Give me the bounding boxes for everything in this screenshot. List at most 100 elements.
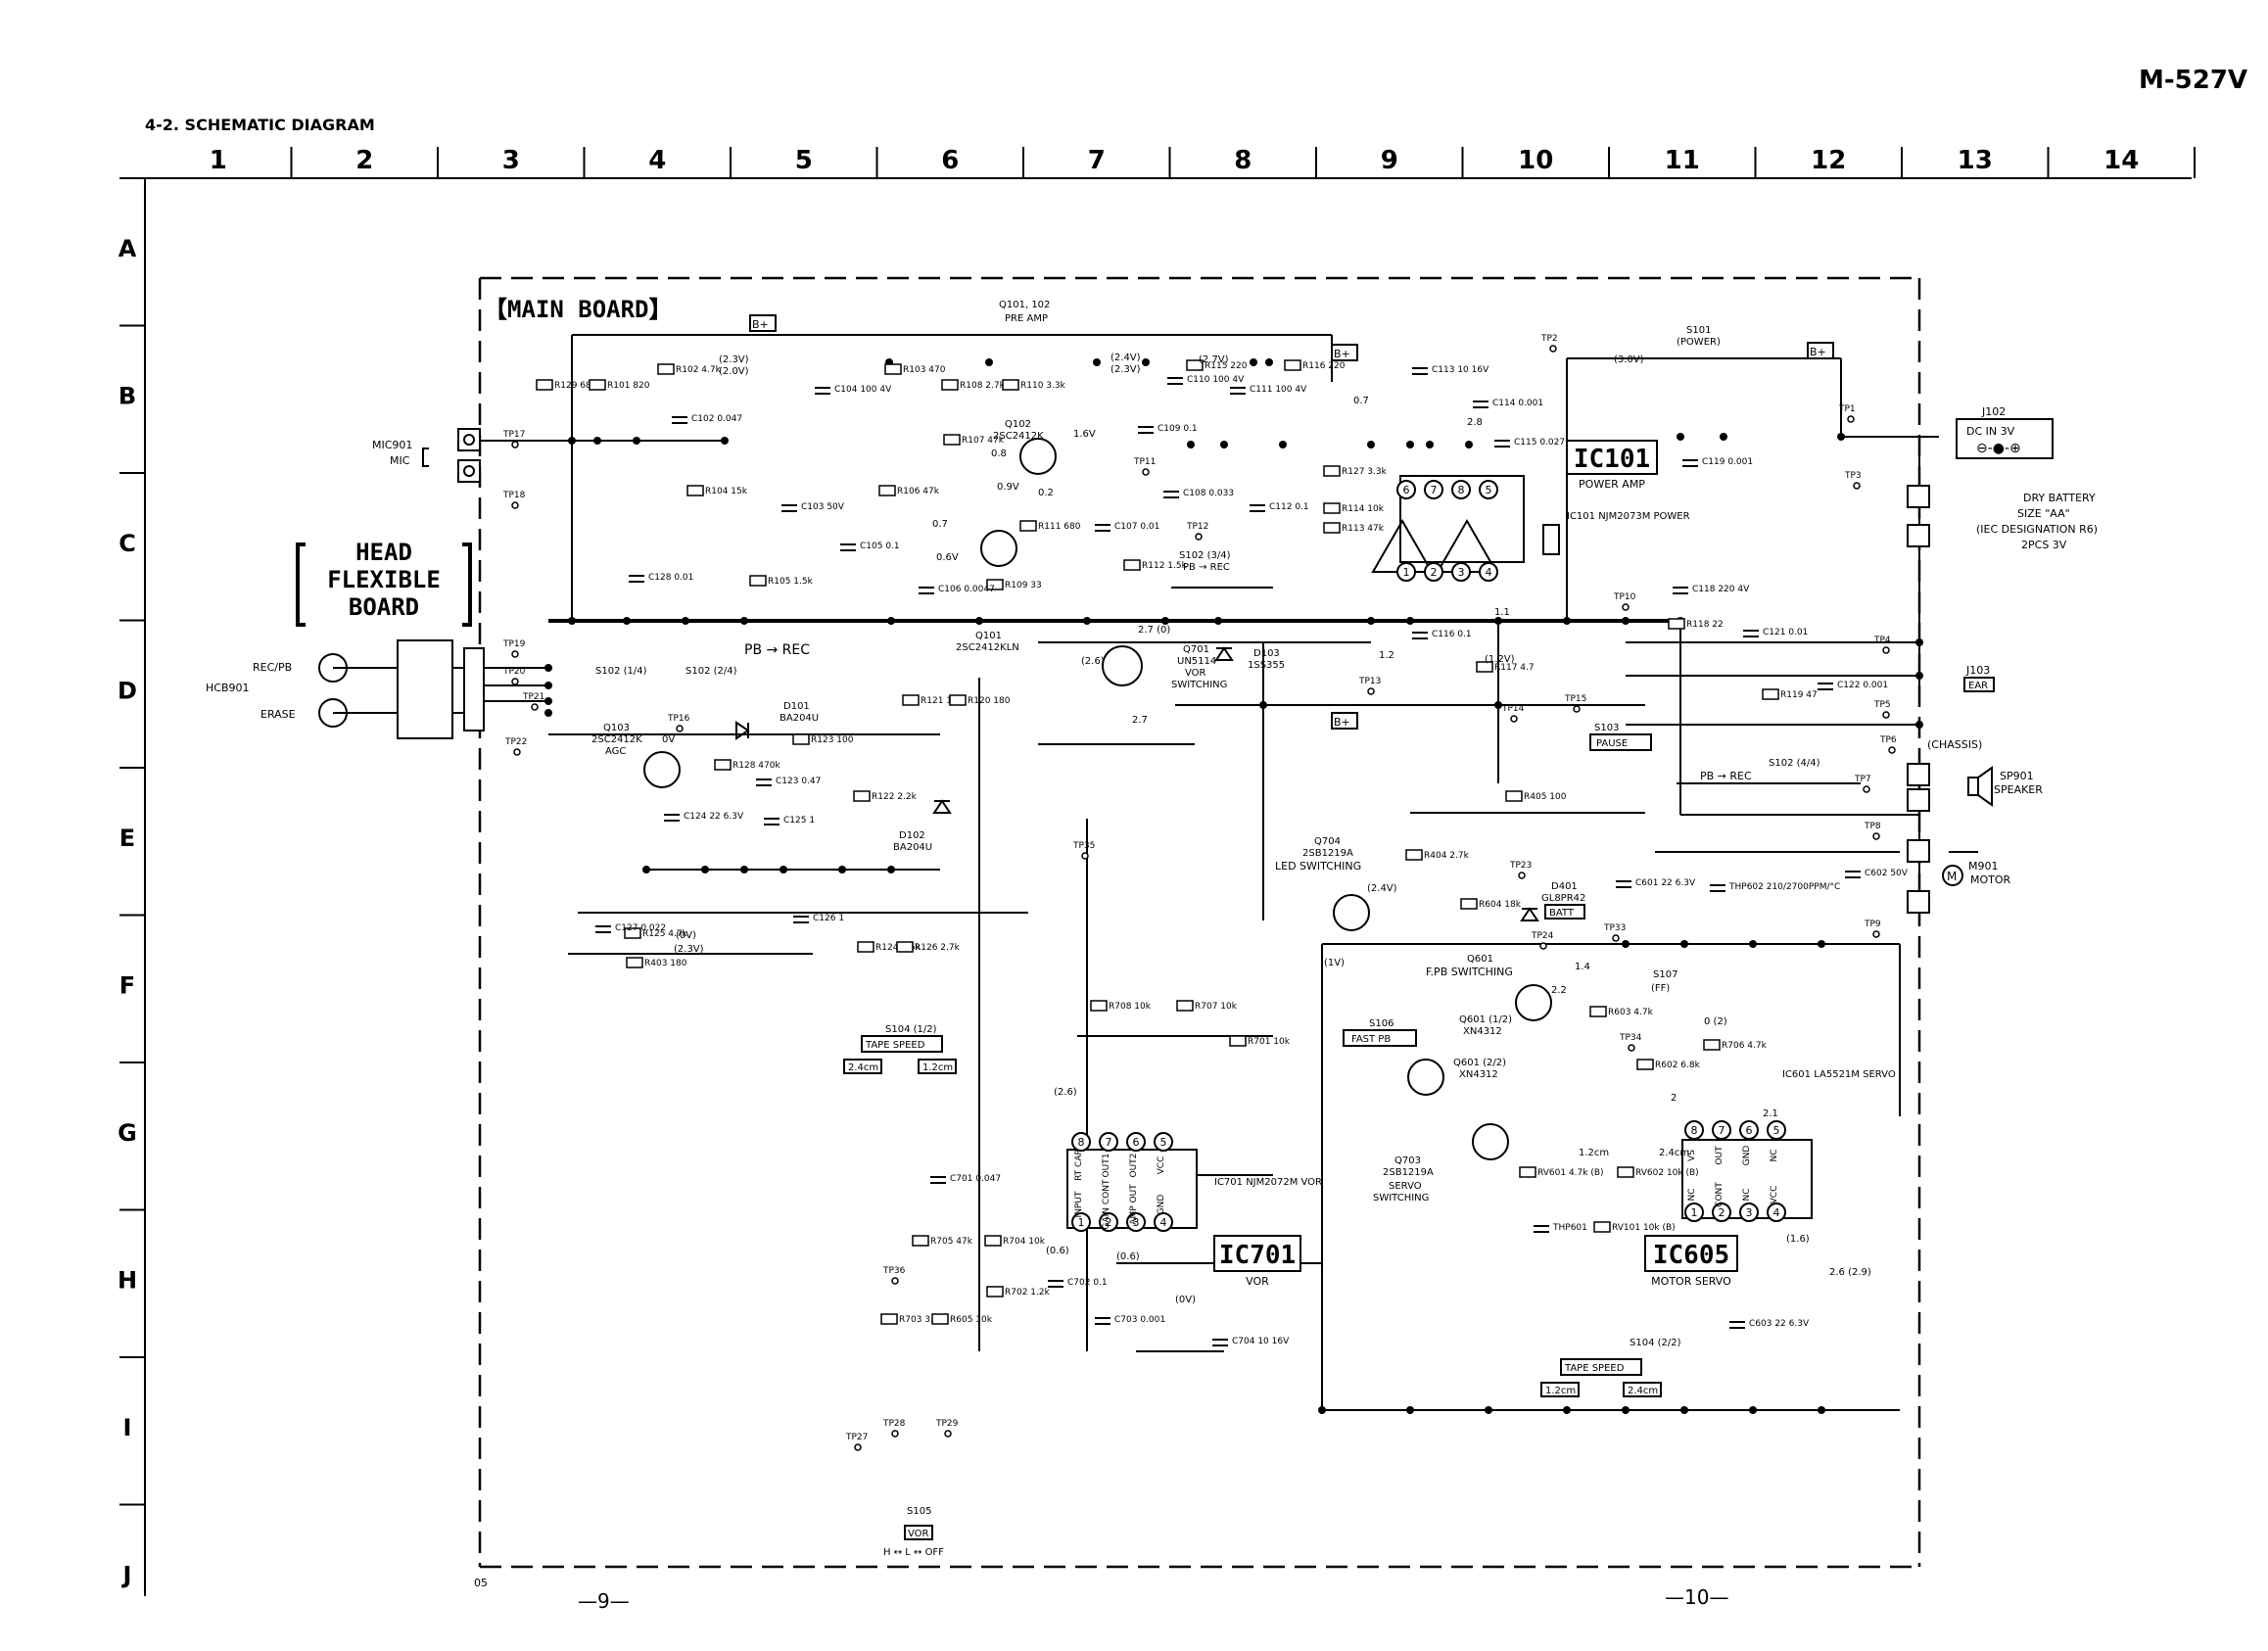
erase-label: ERASE [260,708,296,721]
s102-34-label: S102 (3/4) [1179,550,1231,561]
capacitor-label: THP602 210/2700PPM/°C [1728,882,1840,892]
q103-label: Q103 [603,723,630,733]
capacitor-label: C115 0.027 [1514,438,1565,448]
voltage-reading: 0V [662,734,675,745]
s103-label: S103 [1594,723,1619,733]
voltage-reading: 0.9V [997,482,1019,493]
q601-desc: F.PB SWITCHING [1426,966,1513,978]
switch-labels: S101 (POWER) S102 (3/4) PB → REC S102 (1… [595,325,1820,1558]
s104-12-speed-b: 1.2cm [922,1062,953,1073]
ic-pin-number: 4 [1773,1206,1780,1219]
capacitor-label: C102 0.047 [691,414,742,424]
resistor-label: RV602 10k (B) [1635,1168,1699,1178]
batt-label: BATT [1549,908,1575,919]
j102-label: J102 [1981,405,2006,418]
q703-part: 2SB1219A [1383,1167,1434,1178]
test-point-label: TP6 [1879,735,1897,745]
ic-pin-name: OUT [1715,1146,1725,1165]
test-point-label: TP24 [1531,931,1554,941]
s104-12-speed-a: 2.4cm [848,1062,878,1073]
resistor-label: R106 47k [897,487,940,496]
resistor-label: R603 4.7k [1608,1008,1654,1017]
capacitor-label: C123 0.47 [776,777,821,786]
s107-label: S107 [1653,969,1677,980]
resistor-label: R703 3.9k [899,1315,945,1325]
ic-pin-number: 6 [1746,1124,1753,1137]
s103-desc: PAUSE [1596,738,1628,749]
test-point-label: TP9 [1864,920,1881,929]
resistor-label: R105 1.5k [768,577,814,587]
test-point-label: TP4 [1873,636,1891,645]
q103-part: 2SC2412K [591,734,642,745]
q701-desc2: SWITCHING [1171,680,1227,690]
s104-22-desc: TAPE SPEED [1564,1363,1625,1374]
ic-pin-number: 2 [1719,1206,1725,1219]
dc-in-jack: J102 DC IN 3V ⊖-●-⊕ [1956,405,2054,459]
voltage-reading: (0V) [1175,1295,1196,1305]
capacitor-label: C112 0.1 [1269,502,1309,512]
ic-pin-name: GND [1742,1146,1752,1166]
ic-pin-name: VCC [1157,1156,1166,1175]
speaker: SP901 SPEAKER [1907,763,2043,812]
motor-icon: M [1947,870,1957,883]
capacitor-label: C601 22 6.3V [1635,878,1696,888]
resistor-label: R113 47k [1342,524,1385,534]
resistor-label: R405 100 [1524,792,1567,802]
voltage-reading: (2.3V) [1110,364,1141,375]
resistor-label: R605 10k [950,1315,993,1325]
column-label: 6 [941,146,959,175]
ic-pin-name: NC [1687,1188,1697,1201]
test-point-label: TP3 [1844,471,1862,481]
test-point-label: TP17 [502,430,525,440]
test-point-label: TP18 [502,491,526,500]
test-point-label: TP7 [1854,775,1871,784]
resistor-label: R103 470 [903,365,946,375]
q704-desc: LED SWITCHING [1275,860,1361,873]
q101-102-label: Q101, 102 [999,300,1050,310]
voltage-reading: (3.0V) [1614,354,1644,365]
head-label-line3: BOARD [349,593,419,621]
page-number-left: —9— [578,1589,630,1613]
ic101-label-box [1566,440,1658,475]
pb-rec-rail-label: PB → REC [744,642,810,658]
test-point-label: TP20 [502,667,526,677]
resistor-label: R707 10k [1195,1002,1238,1012]
test-point-label: TP19 [502,639,526,649]
mic-label-2: MIC [390,454,410,467]
resistor-label: R604 18k [1479,900,1522,910]
resistor-label: R403 180 [644,959,687,968]
ic-pin-name: GAIN CONT [1102,1179,1111,1229]
resistor-label: R702 1.2k [1005,1288,1051,1297]
s102-24-label: S102 (2/4) [685,666,737,677]
resistor-label: R109 33 [1005,581,1042,590]
d102-part: BA204U [893,842,932,853]
capacitor-label: C107 0.01 [1114,522,1159,532]
voltage-reading: 2.7 (0) [1138,625,1170,636]
d401-label: D401 [1551,881,1578,892]
column-label: 7 [1088,146,1106,175]
test-point-label: TP23 [1509,861,1532,871]
capacitor-label: C124 22 6.3V [684,812,744,822]
capacitor-label: C114 0.001 [1492,399,1543,408]
battery-line-2: SIZE "AA" [2017,507,2070,520]
ic-pin-name: NC [1770,1149,1779,1161]
bplus-markers: B+ B+ B+ B+ [749,314,1834,730]
q101-102-desc: PRE AMP [1005,313,1048,324]
ic-pin-number: 7 [1431,484,1438,496]
test-point-label: TP29 [935,1419,959,1429]
ic-pin-name: OUT2 [1129,1154,1139,1178]
s107-desc: (FF) [1651,983,1670,994]
test-point-label: TP15 [1564,694,1586,704]
resistor-label: RV601 4.7k (B) [1537,1168,1604,1178]
q701-part: UN5114 [1177,656,1216,667]
ic-pin-number: 1 [1403,566,1410,579]
ic101-name: IC101 [1574,445,1650,474]
capacitor-label: C118 220 4V [1692,585,1750,594]
voltage-reading: (2.3V) [674,944,704,955]
